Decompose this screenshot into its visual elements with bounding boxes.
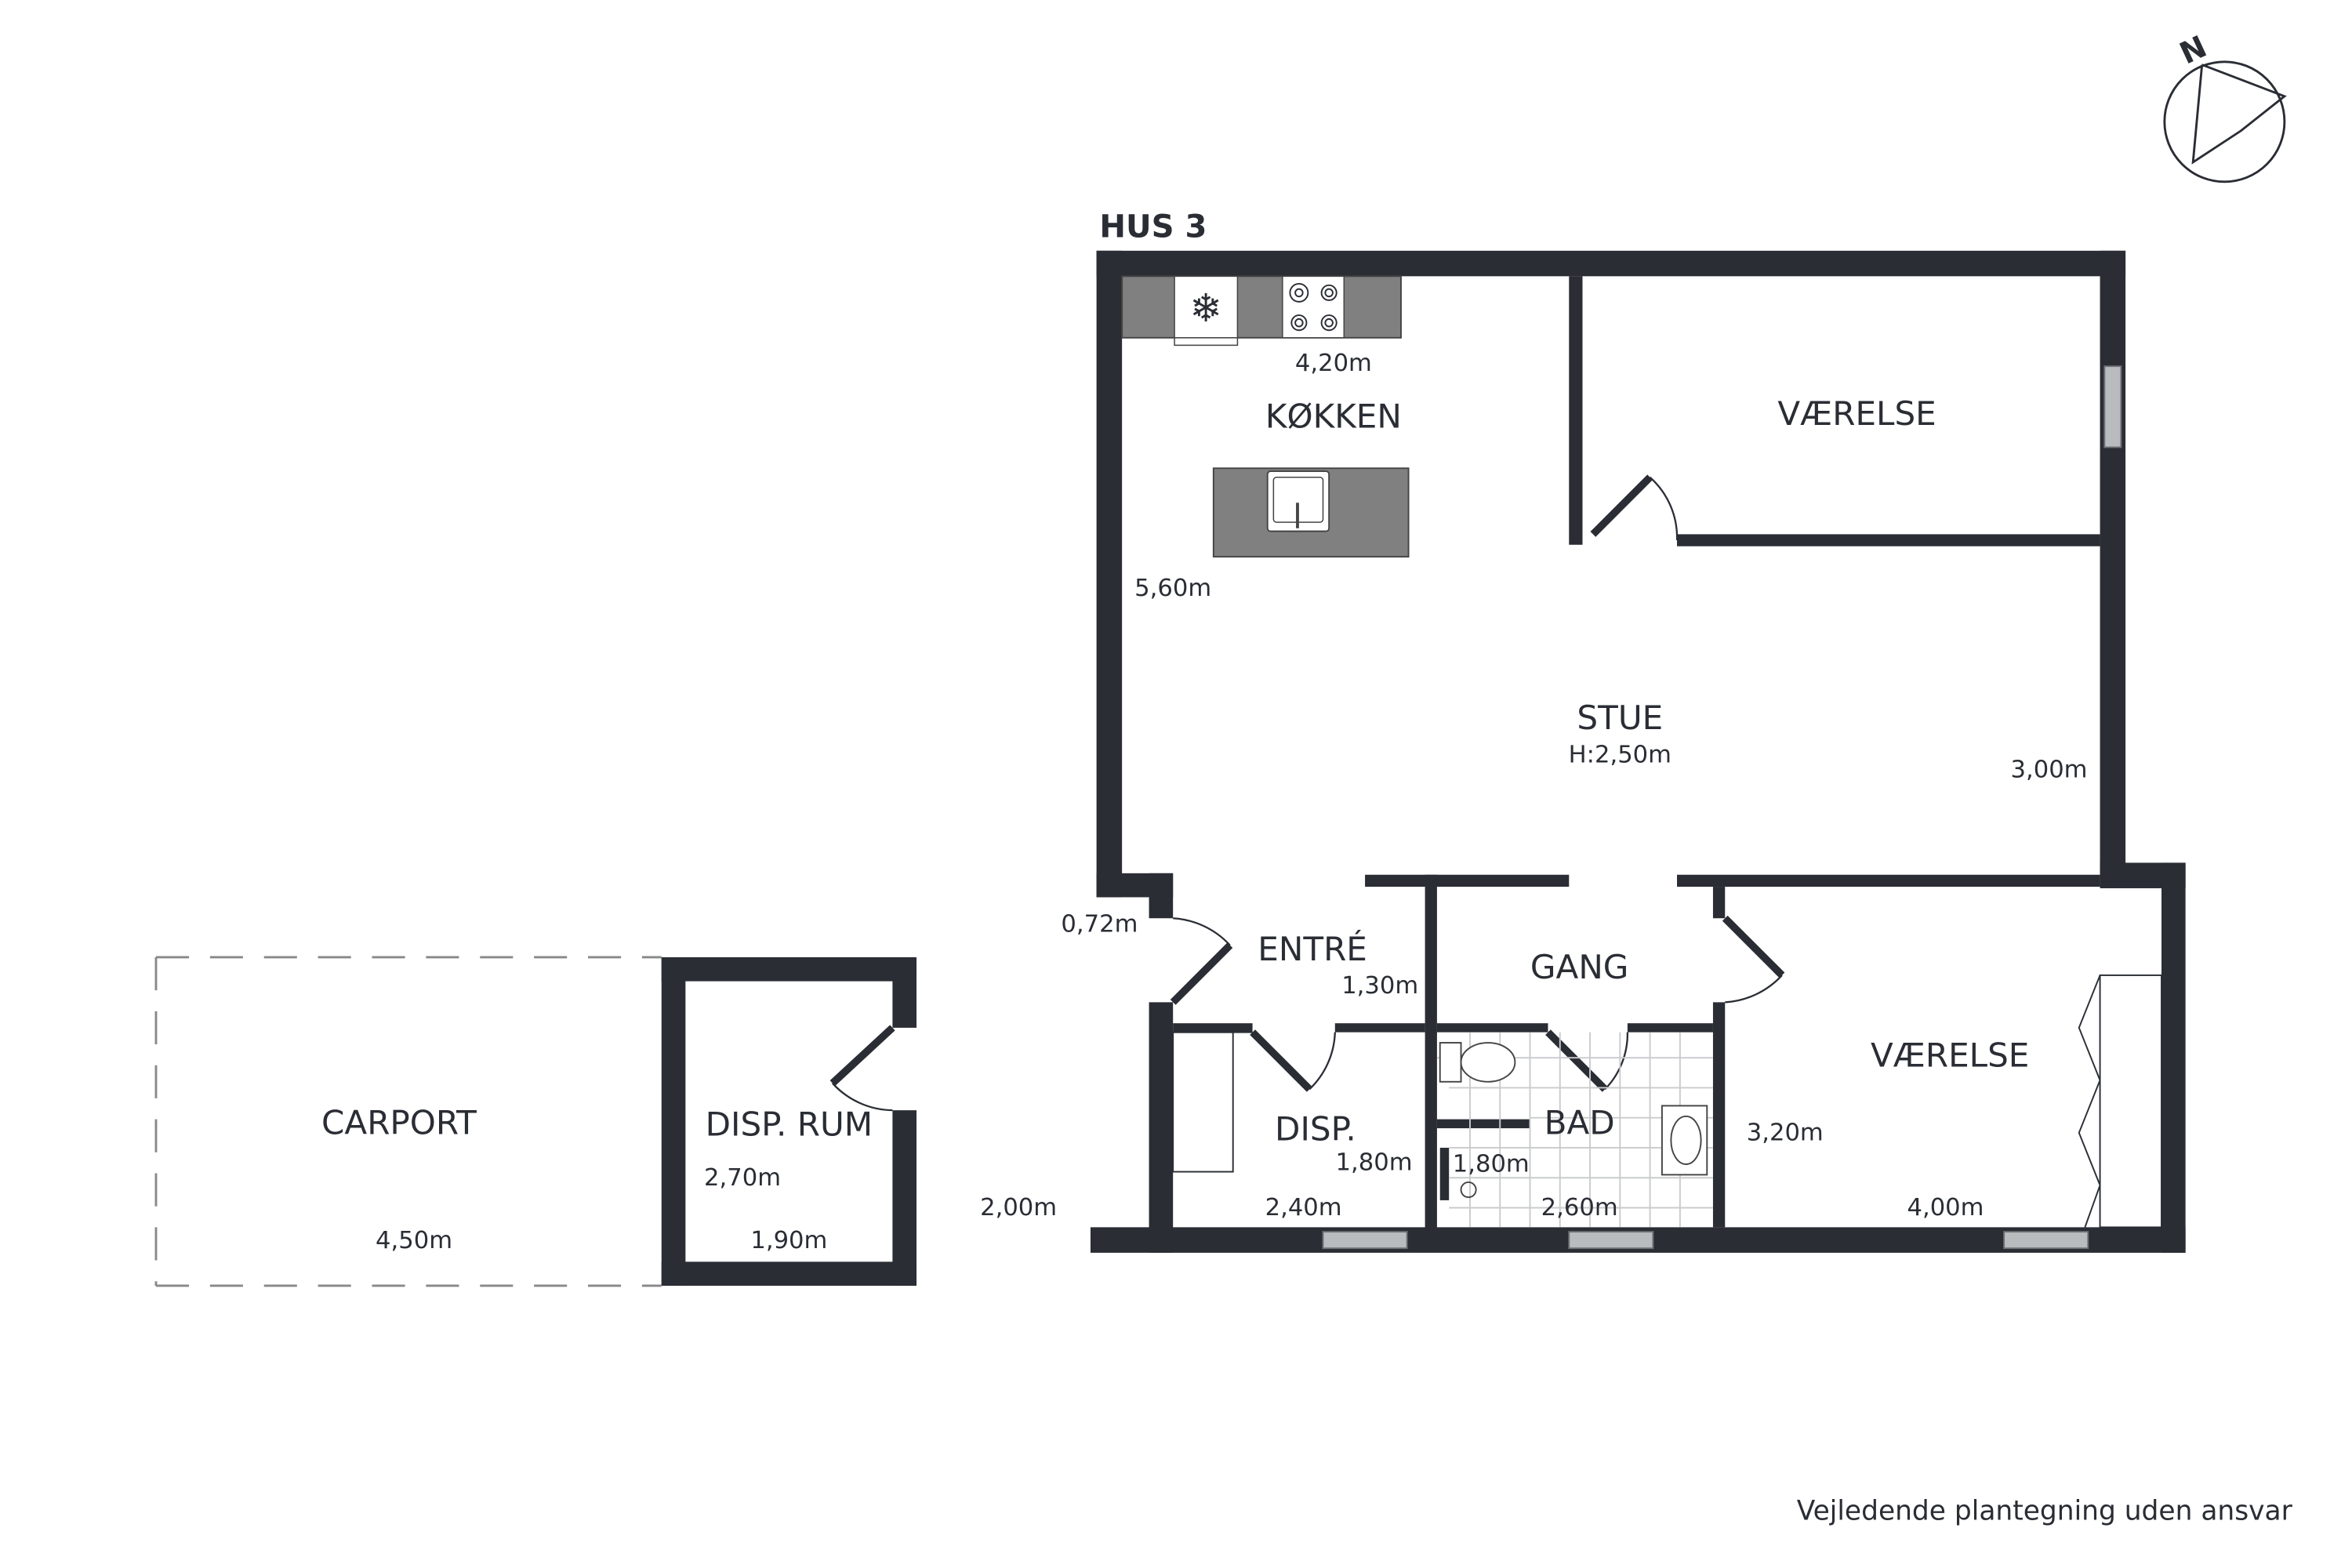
storage-dim-c: 2,00m: [980, 1194, 1057, 1221]
storage-room-walls: [661, 956, 917, 1286]
room-label-kitchen: KØKKEN: [1265, 397, 1402, 436]
toilet-icon: [1439, 1042, 1516, 1083]
kitchen-island: [1212, 467, 1410, 558]
living-height: H:2,50m: [1569, 741, 1671, 768]
washbasin-icon: [1661, 1105, 1708, 1176]
bedroom-bottom-dim-a: 3,20m: [1747, 1119, 1824, 1146]
kitchen-counter: ❄: [1121, 275, 1402, 347]
bedroom-bottom-dim-b: 4,00m: [1907, 1194, 1984, 1221]
carport-outline: [154, 956, 662, 1287]
room-label-carport: CARPORT: [321, 1104, 477, 1142]
bathroom-dim-b: 2,60m: [1541, 1194, 1618, 1221]
disclaimer-text: Vejledende plantegning uden ansvar: [1797, 1495, 2293, 1526]
wardrobes: [1172, 974, 2162, 1229]
kitchen-width: 4,20m: [1295, 350, 1372, 377]
stove-burners-icon: [1289, 282, 1338, 332]
carport-width: 4,50m: [376, 1227, 452, 1254]
fridge-snowflake-icon: ❄: [1189, 287, 1222, 330]
windows: [1322, 365, 2122, 1250]
doors: [829, 474, 1785, 1112]
living-width: 3,00m: [2011, 756, 2088, 783]
room-label-bathroom: BAD: [1544, 1104, 1615, 1142]
north-compass-icon: N: [2163, 29, 2287, 183]
interior-walls: [1173, 276, 2100, 1246]
shower-drain-icon: [1460, 1181, 1477, 1199]
room-label-storage-room: DISP. RUM: [706, 1105, 873, 1144]
room-label-hall: GANG: [1530, 948, 1628, 986]
room-label-storage: DISP.: [1275, 1109, 1356, 1148]
storage-room-dim-a: 2,70m: [704, 1164, 781, 1192]
room-label-bedroom-top: VÆRELSE: [1777, 394, 1936, 433]
room-label-bedroom-bottom: VÆRELSE: [1871, 1036, 2029, 1075]
storage-room-dim-b: 1,90m: [750, 1227, 827, 1254]
storage-dim-b: 2,40m: [1265, 1194, 1342, 1221]
room-label-living: STUE: [1577, 699, 1663, 737]
kitchen-length: 5,60m: [1134, 575, 1211, 602]
room-label-entrance: ENTRÉ: [1258, 929, 1367, 968]
storage-dim-a: 1,80m: [1336, 1149, 1413, 1177]
bathroom-dim-a: 1,80m: [1453, 1151, 1530, 1178]
bathroom-tiles: [1436, 1032, 1713, 1228]
entrance-dim-b: 1,30m: [1341, 972, 1418, 1000]
exterior-walls: [1090, 250, 2186, 1253]
building-title: HUS 3: [1099, 209, 1207, 245]
entrance-dim-a: 0,72m: [1061, 910, 1138, 938]
